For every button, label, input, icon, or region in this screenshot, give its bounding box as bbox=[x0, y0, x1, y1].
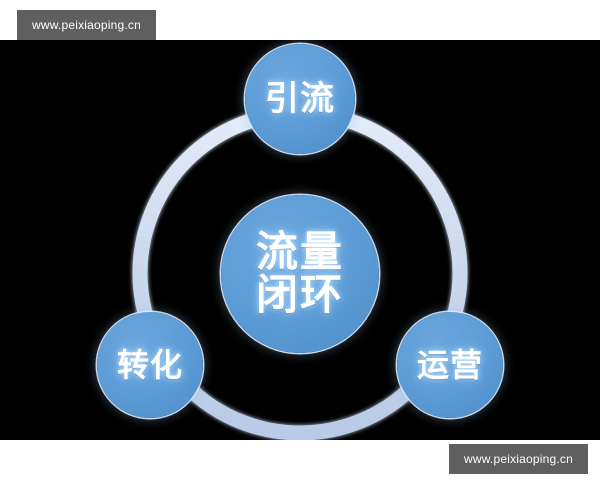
artwork-area: 流量 闭环 引流 转化 运营 bbox=[0, 40, 600, 440]
watermark-bottom-right: www.peixiaoping.cn bbox=[449, 444, 588, 474]
node-top[interactable]: 引流 bbox=[245, 44, 355, 154]
node-bottom-right-label: 运营 bbox=[416, 346, 483, 383]
watermark-top-left: www.peixiaoping.cn bbox=[17, 10, 156, 40]
node-bottom-left-label: 转化 bbox=[116, 346, 183, 383]
node-top-label: 引流 bbox=[265, 79, 335, 118]
node-bottom-right[interactable]: 运营 bbox=[397, 312, 503, 418]
node-bottom-left[interactable]: 转化 bbox=[97, 312, 203, 418]
node-center-label: 流量 闭环 bbox=[255, 228, 344, 318]
node-center[interactable]: 流量 闭环 bbox=[221, 195, 379, 353]
